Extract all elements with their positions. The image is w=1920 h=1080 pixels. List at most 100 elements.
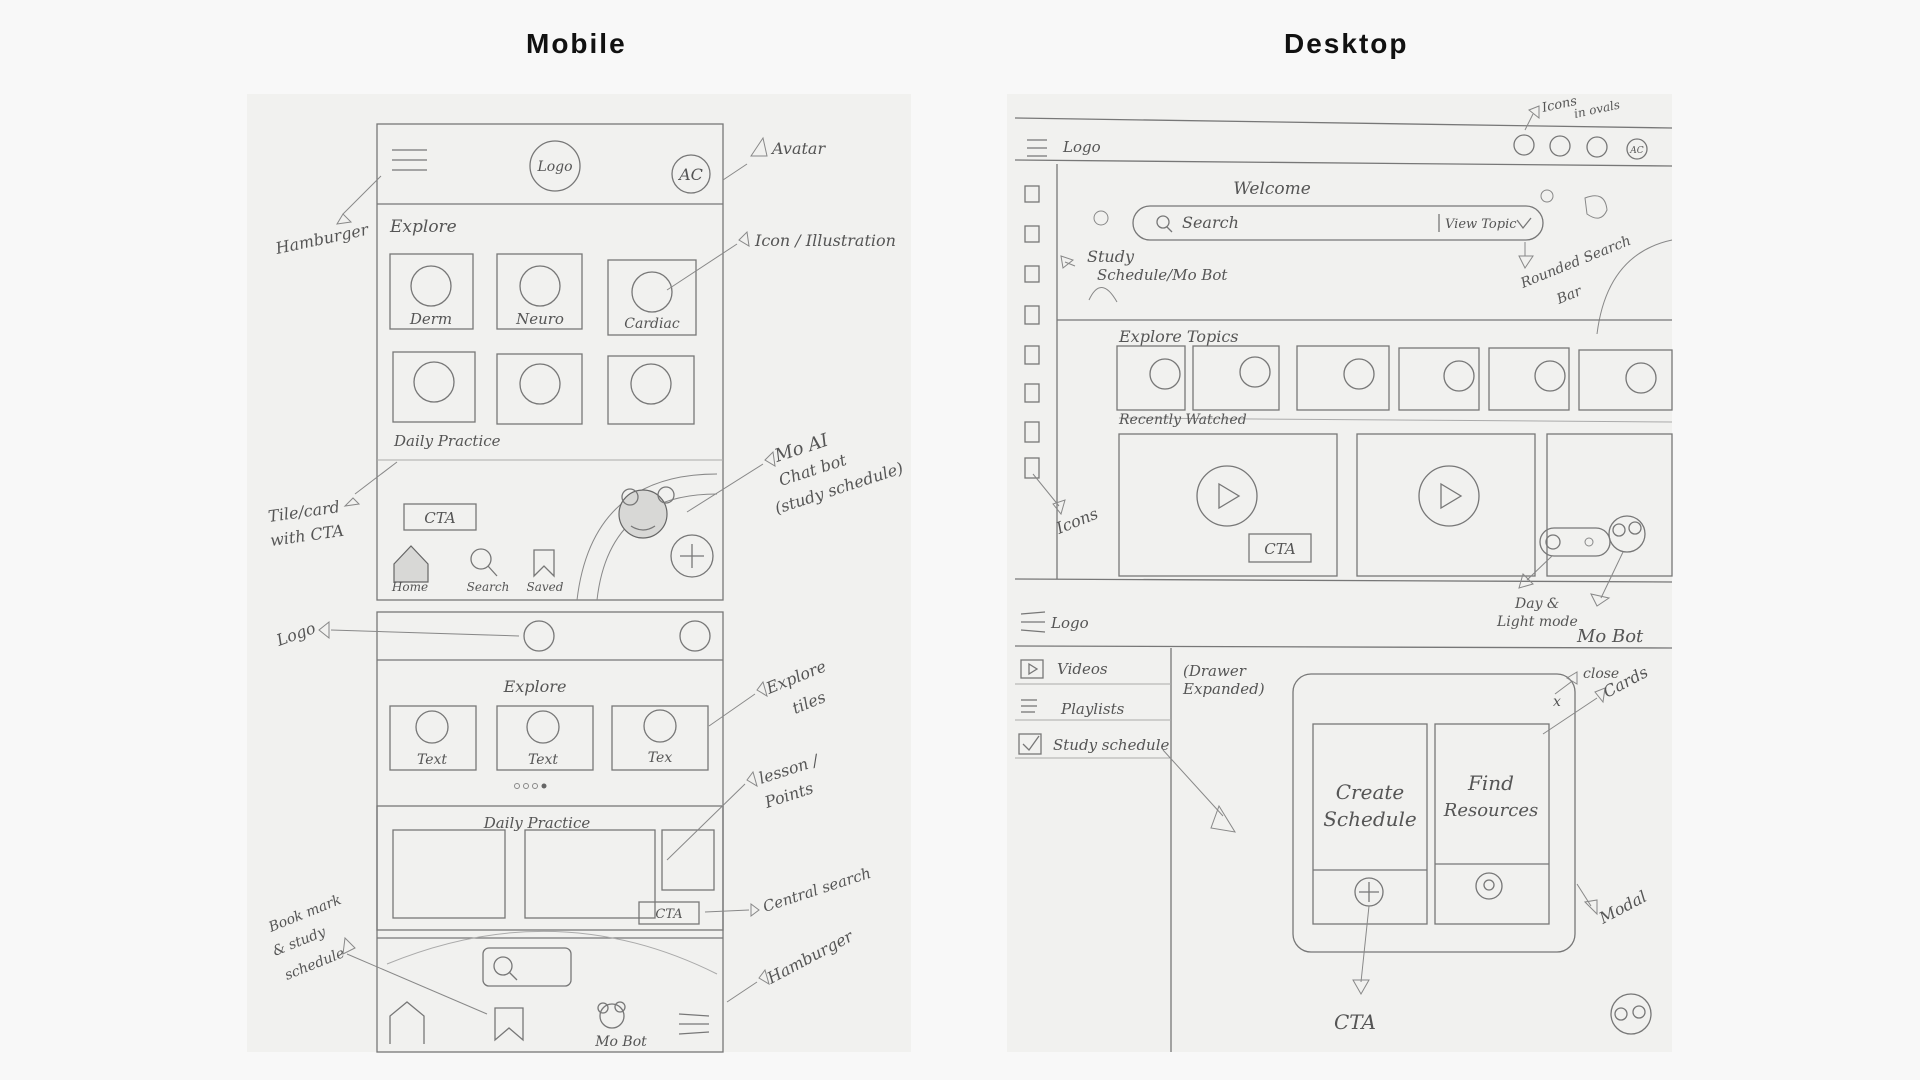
topic-card[interactable] bbox=[1192, 345, 1280, 411]
desktop-sketch: Logo AC Welcome bbox=[1014, 94, 1673, 1052]
nav-mo-bot-label: Mo Bot bbox=[594, 1034, 647, 1050]
modal bbox=[1292, 673, 1576, 953]
topic-card[interactable] bbox=[1578, 349, 1673, 411]
annotation-rounded-search-1: Rounded Search bbox=[1518, 233, 1634, 292]
desktop-sketch-paper: Logo AC Welcome bbox=[1007, 94, 1673, 1052]
mobile-heading: Mobile bbox=[526, 28, 627, 59]
daily-practice-label: Daily Practice bbox=[483, 814, 591, 832]
logo-label: Logo bbox=[536, 159, 572, 175]
topic-card[interactable] bbox=[1488, 347, 1570, 411]
search-icon[interactable] bbox=[1475, 872, 1503, 900]
home-icon bbox=[393, 545, 429, 583]
desktop-frame-home: Logo AC Welcome bbox=[1014, 117, 1673, 583]
sidebar-icon[interactable] bbox=[1024, 265, 1040, 283]
avatar-circle bbox=[679, 620, 711, 652]
day-light-mode-toggle[interactable] bbox=[1539, 527, 1611, 557]
explore-label: Explore bbox=[503, 677, 567, 696]
modal-card-find[interactable] bbox=[1434, 723, 1550, 925]
desktop-heading: Desktop bbox=[1284, 28, 1409, 59]
mo-bot-icon bbox=[597, 1001, 626, 1029]
sidebar-icon[interactable] bbox=[1024, 383, 1040, 403]
video-card[interactable] bbox=[1118, 433, 1338, 577]
cta-label: CTA bbox=[655, 907, 682, 922]
card-create-line-2: Schedule bbox=[1323, 807, 1417, 831]
topic-card[interactable] bbox=[1296, 345, 1390, 411]
annotation-explore-tiles-2: tiles bbox=[789, 687, 828, 717]
tile-empty bbox=[392, 351, 476, 423]
nav-saved-label: Saved bbox=[527, 580, 564, 594]
oval-icon[interactable] bbox=[1586, 136, 1608, 158]
card-find-line-2: Resources bbox=[1443, 800, 1538, 821]
card-create-line-1: Create bbox=[1336, 780, 1405, 804]
annotation-logo: Logo bbox=[273, 618, 318, 650]
sidebar-icon[interactable] bbox=[1024, 421, 1040, 443]
chevron-down-icon bbox=[1516, 217, 1532, 230]
drawer-item-study-schedule[interactable]: Study schedule bbox=[1053, 736, 1170, 754]
avatar-initials: AC bbox=[1629, 146, 1643, 156]
annotation-avatar: Avatar bbox=[770, 139, 826, 158]
study-label: Study bbox=[1087, 247, 1135, 266]
study-sub-label: Schedule/Mo Bot bbox=[1097, 266, 1228, 284]
video-card[interactable] bbox=[1546, 433, 1673, 577]
pagination-dots bbox=[514, 783, 547, 789]
video-card[interactable] bbox=[1356, 433, 1536, 577]
annotation-icons-in-ovals-1: Icons bbox=[1540, 94, 1579, 116]
logo-label: Logo bbox=[1050, 614, 1089, 632]
logo-circle bbox=[529, 140, 581, 192]
mobile-sketch-paper: Logo AC Explore Derm Neuro Cardiac bbox=[247, 94, 911, 1053]
sidebar-icon[interactable] bbox=[1024, 345, 1040, 365]
plus-icon bbox=[1359, 882, 1379, 902]
annotation-icon-illustration: Icon / Illustration bbox=[754, 231, 896, 250]
topic-cards bbox=[1116, 345, 1673, 411]
mobile-sketch: Logo AC Explore Derm Neuro Cardiac bbox=[266, 123, 906, 1053]
lesson-card bbox=[392, 829, 506, 919]
drawer-item-playlists[interactable]: Playlists bbox=[1060, 700, 1125, 718]
annotation-day-light-2: Light mode bbox=[1496, 614, 1578, 630]
close-icon[interactable]: x bbox=[1553, 694, 1561, 710]
drawer-note-1: (Drawer bbox=[1183, 662, 1247, 680]
sidebar-icon[interactable] bbox=[1024, 185, 1040, 203]
explore-topics-label: Explore Topics bbox=[1118, 327, 1239, 346]
sidebar-icons bbox=[1024, 185, 1040, 479]
oval-icon[interactable] bbox=[1549, 135, 1571, 157]
annotation-day-light-1: Day & bbox=[1514, 596, 1559, 612]
cta-button[interactable] bbox=[638, 901, 700, 925]
annotation-icons: Icons bbox=[1052, 504, 1100, 538]
avatar-circle[interactable] bbox=[1626, 138, 1648, 160]
topic-card[interactable] bbox=[1398, 347, 1480, 411]
bookmark-icon bbox=[494, 1007, 524, 1042]
tile-label: Derm bbox=[409, 310, 452, 328]
annotation-lesson: lesson / bbox=[756, 750, 822, 788]
sidebar-icon[interactable] bbox=[1024, 305, 1040, 325]
tile-derm bbox=[389, 253, 474, 330]
rounded-search-bar[interactable] bbox=[1132, 205, 1544, 241]
hamburger-icon bbox=[392, 149, 427, 171]
add-fab-button[interactable] bbox=[670, 534, 714, 578]
mo-bot-icon[interactable] bbox=[1608, 515, 1646, 553]
tile-empty bbox=[607, 355, 695, 425]
oval-icon[interactable] bbox=[1513, 134, 1535, 156]
topic-card[interactable] bbox=[1116, 345, 1186, 411]
nav-home-label: Home bbox=[391, 580, 428, 594]
tile-text bbox=[389, 705, 477, 771]
mo-bot-icon bbox=[618, 486, 675, 539]
cta-button[interactable] bbox=[403, 503, 477, 531]
mo-bot-icon[interactable] bbox=[1610, 993, 1652, 1035]
playlist-icon bbox=[1021, 699, 1037, 713]
sidebar-icon[interactable] bbox=[1024, 225, 1040, 243]
search-icon bbox=[1156, 215, 1173, 233]
central-search-button[interactable] bbox=[482, 947, 572, 987]
lesson-card bbox=[524, 829, 656, 919]
drawer-note-2: Expanded) bbox=[1182, 680, 1265, 698]
mobile-frame-explore: Explore Text Text Tex Daily Practice bbox=[376, 611, 724, 1053]
cta-button[interactable] bbox=[1248, 533, 1312, 563]
play-icon bbox=[1440, 482, 1463, 510]
avatar-initials: AC bbox=[677, 165, 703, 184]
view-topic-label[interactable]: View Topic bbox=[1445, 217, 1517, 232]
nav-search-label: Search bbox=[467, 580, 510, 594]
drawer-item-videos[interactable]: Videos bbox=[1057, 660, 1108, 678]
cta-label: CTA bbox=[424, 509, 456, 527]
modal-card-create[interactable] bbox=[1312, 723, 1428, 925]
checkbox-icon bbox=[1018, 733, 1042, 755]
sidebar-icon[interactable] bbox=[1024, 457, 1040, 479]
